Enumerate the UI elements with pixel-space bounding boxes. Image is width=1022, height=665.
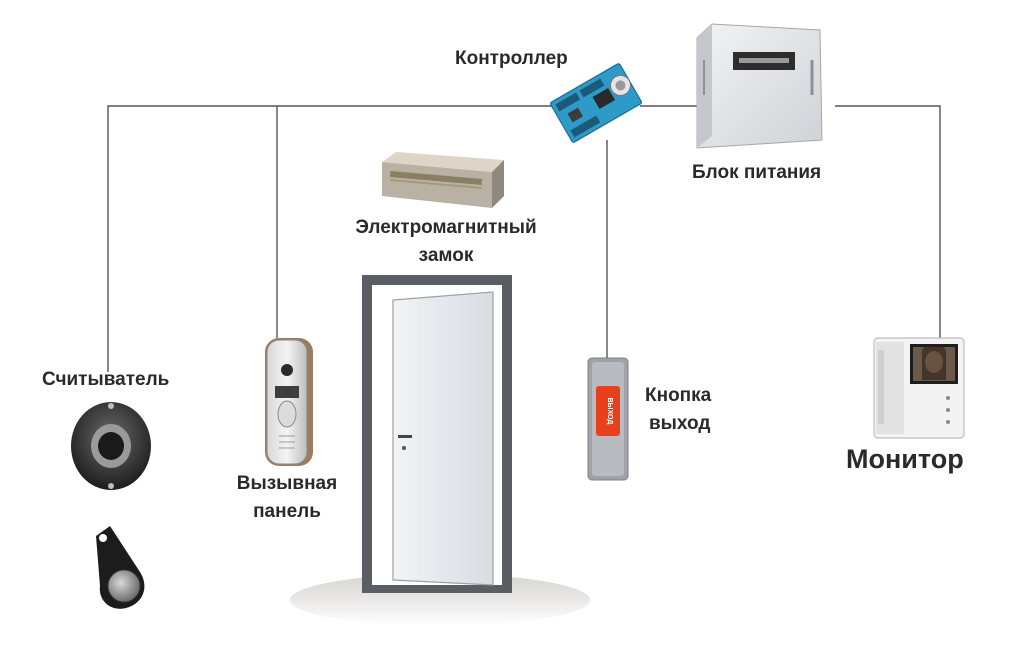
door <box>362 275 512 593</box>
reader-device-image <box>71 402 151 490</box>
call-panel-label-line1: Вызывная <box>236 473 338 494</box>
exit-button-image: ВЫХОД <box>587 357 629 481</box>
exit-button-label-line2: выход <box>649 413 711 434</box>
controller-board-image <box>549 63 643 143</box>
lock-label-line1: Электромагнитный <box>355 217 537 238</box>
monitor-image <box>873 337 965 439</box>
door-handle <box>398 435 412 438</box>
key-fob-image <box>96 526 145 609</box>
call-panel-image <box>265 338 313 466</box>
wire-reader <box>107 105 560 372</box>
power-supply-image <box>696 23 823 149</box>
lock-label-line2: замок <box>418 245 474 266</box>
exit-button-label-line1: Кнопка <box>645 385 712 406</box>
electromagnetic-lock-image <box>382 152 504 208</box>
exit-button-text: ВЫХОД <box>606 398 613 425</box>
power-supply-label: Блок питания <box>692 162 822 183</box>
controller-label: Контроллер <box>455 48 568 69</box>
door-leaf <box>392 291 494 586</box>
reader-label: Считыватель <box>42 369 170 390</box>
wire-power-monitor <box>835 105 941 338</box>
call-panel-label-line2: панель <box>253 501 321 522</box>
monitor-label: Монитор <box>846 444 964 474</box>
wiring <box>107 105 941 372</box>
